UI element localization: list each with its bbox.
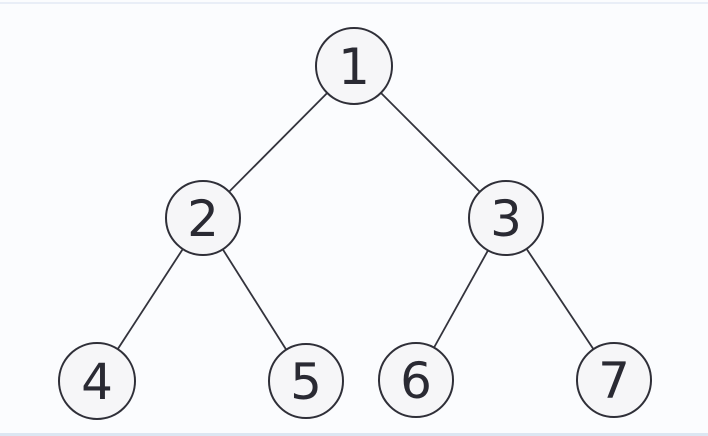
tree-node-3: 3: [468, 180, 544, 256]
node-circle-3: [468, 180, 544, 256]
node-label-1: 1: [338, 38, 370, 96]
node-label-7: 7: [598, 352, 630, 410]
bottom-accent-line: [0, 433, 708, 436]
node-label-3: 3: [490, 190, 522, 248]
node-circle-5: [268, 343, 344, 419]
node-circle-4: [58, 342, 136, 420]
tree-node-1: 1: [315, 27, 393, 105]
tree-node-5: 5: [268, 343, 344, 419]
node-circle-7: [576, 342, 652, 418]
node-label-5: 5: [290, 353, 322, 411]
node-label-2: 2: [187, 190, 219, 248]
tree-node-6: 6: [378, 342, 454, 418]
node-circle-6: [378, 342, 454, 418]
node-circle-1: [315, 27, 393, 105]
tree-node-4: 4: [58, 342, 136, 420]
node-circle-2: [165, 180, 241, 256]
top-accent-line: [0, 2, 708, 4]
tree-node-7: 7: [576, 342, 652, 418]
node-label-4: 4: [81, 353, 113, 411]
node-label-6: 6: [400, 352, 432, 410]
tree-node-2: 2: [165, 180, 241, 256]
